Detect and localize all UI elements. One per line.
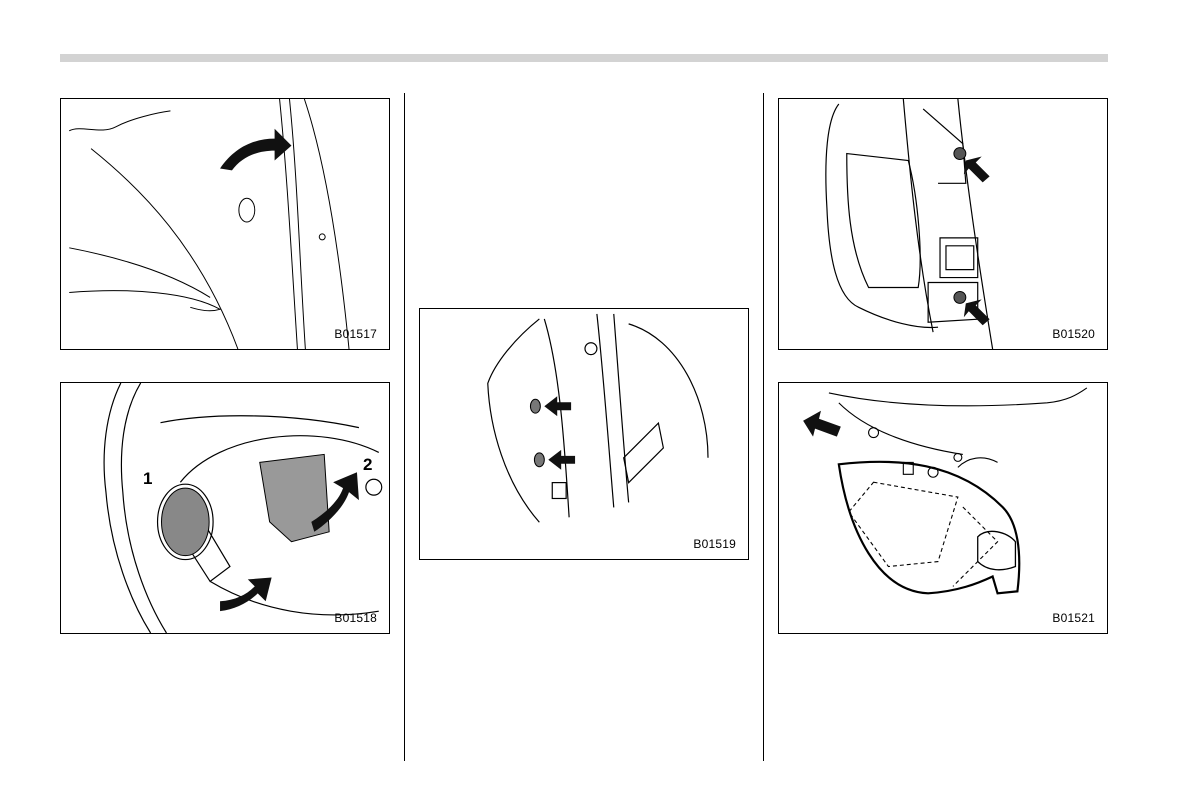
figure-b01521: B01521 [778, 382, 1108, 634]
illustration-lamp-screws [420, 309, 748, 559]
figure-b01519: B01519 [419, 308, 749, 560]
header-rule [60, 54, 1108, 62]
figure-code: B01519 [693, 537, 736, 551]
figure-b01518: 1 2 B01518 [60, 382, 390, 634]
figure-b01520: B01520 [778, 98, 1108, 350]
illustration-lamp-bolts [779, 99, 1107, 349]
illustration-lamp-removal [779, 383, 1107, 633]
figure-code: B01521 [1052, 611, 1095, 625]
figure-code: B01518 [334, 611, 377, 625]
illustration-bulb-socket [61, 383, 389, 633]
figure-code: B01517 [334, 327, 377, 341]
callout-2: 2 [363, 455, 372, 475]
column-divider-left [404, 93, 405, 761]
figure-code: B01520 [1052, 327, 1095, 341]
figure-b01517: B01517 [60, 98, 390, 350]
column-divider-right [763, 93, 764, 761]
illustration-body-panel [61, 99, 389, 349]
callout-1: 1 [143, 469, 152, 489]
